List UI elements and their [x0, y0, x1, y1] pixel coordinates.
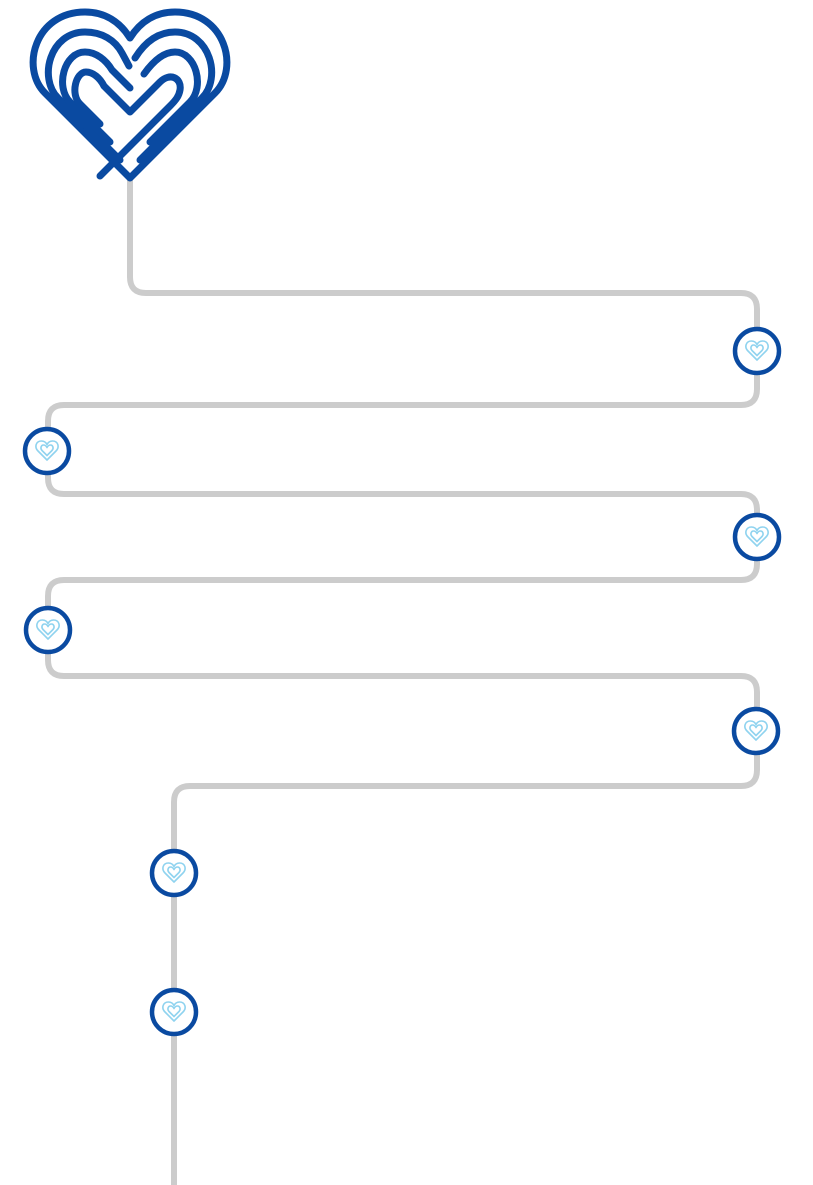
- milestone-node: [23, 605, 73, 655]
- milestone-ring: [732, 512, 782, 562]
- milestone-node: [149, 987, 199, 1037]
- heart-icon: [162, 1001, 186, 1022]
- milestone-node: [732, 512, 782, 562]
- milestone-ring: [149, 987, 199, 1037]
- heart-icon: [36, 619, 60, 640]
- striped-heart-logo-icon: [29, 8, 231, 182]
- milestone-node: [149, 848, 199, 898]
- heart-icon: [745, 526, 769, 547]
- logo-stroke-2: [44, 28, 133, 164]
- milestone-ring: [731, 706, 781, 756]
- logo-stroke-outer: [29, 8, 231, 182]
- milestone-nodes: [22, 326, 782, 1037]
- heart-icon: [162, 862, 186, 883]
- milestone-node: [731, 706, 781, 756]
- logo-stroke-6: [71, 68, 184, 180]
- timeline-path: [45, 178, 760, 1185]
- logo-stroke-3: [131, 28, 216, 164]
- heart-icon: [744, 720, 768, 741]
- logo-stroke-5: [140, 48, 201, 146]
- milestone-node: [732, 326, 782, 376]
- heart-icon: [745, 340, 769, 361]
- milestone-ring: [22, 426, 72, 476]
- milestone-ring: [732, 326, 782, 376]
- milestone-ring: [149, 848, 199, 898]
- milestone-ring: [23, 605, 73, 655]
- heart-icon: [35, 440, 59, 461]
- milestone-node: [22, 426, 72, 476]
- logo-stroke-4: [59, 48, 134, 146]
